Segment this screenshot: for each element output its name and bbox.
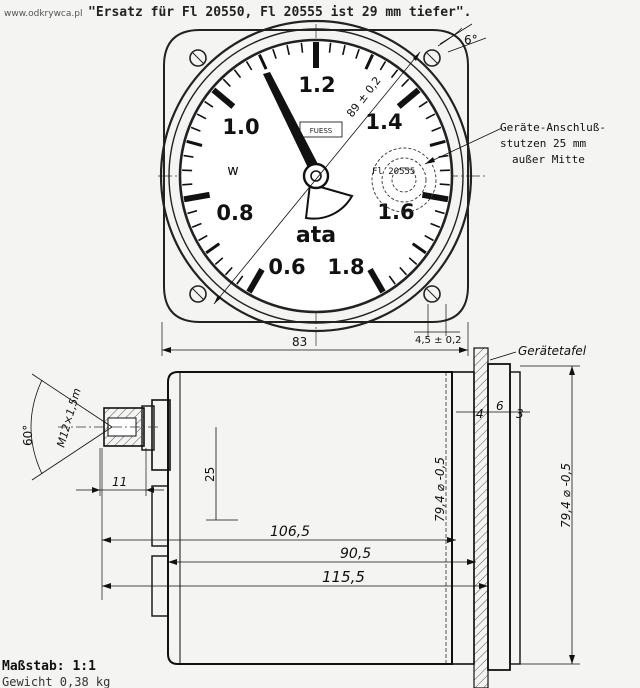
minor-tick bbox=[233, 69, 242, 79]
scale-label-1-4: 1.4 bbox=[365, 110, 402, 134]
mounting-holes bbox=[189, 49, 441, 303]
scale-label-0-8: 0.8 bbox=[216, 201, 253, 225]
width-label: 83 bbox=[292, 335, 307, 349]
gauge-pointer bbox=[263, 72, 320, 172]
major-tick bbox=[211, 87, 236, 109]
scale-label-1-8: 1.8 bbox=[327, 255, 364, 279]
scale-label-0-6: 0.6 bbox=[268, 255, 305, 279]
minor-tick bbox=[183, 154, 194, 158]
minor-tick bbox=[236, 275, 244, 285]
thickness-3-label: 3 bbox=[516, 407, 524, 421]
minor-tick bbox=[328, 42, 332, 53]
connector-note-line3: außer Mitte bbox=[512, 153, 585, 166]
side-view: 60° M12×1,5m 11 25 106,5 90,5 115,5 4 bbox=[21, 363, 580, 671]
minor-tick bbox=[364, 53, 374, 70]
minor-tick bbox=[390, 69, 399, 79]
thickness-6-label: 6 bbox=[496, 399, 504, 413]
major-tick bbox=[183, 191, 211, 203]
thread-label: M12×1,5m bbox=[54, 387, 83, 449]
major-tick bbox=[246, 267, 265, 294]
minor-tick bbox=[418, 100, 428, 108]
flange-side bbox=[451, 371, 475, 665]
scale-label-1-0: 1.0 bbox=[222, 115, 259, 139]
diameter-rear-label: 79,4 ⌀ -0,5 bbox=[559, 463, 573, 528]
major-tick bbox=[396, 87, 421, 109]
minor-tick bbox=[182, 183, 193, 186]
minor-tick bbox=[355, 48, 360, 59]
connector-hub bbox=[371, 147, 437, 213]
maker-logo bbox=[299, 121, 343, 138]
watermark-text: www.odkrywca.pl bbox=[4, 9, 82, 19]
minor-tick bbox=[431, 126, 442, 132]
minor-tick bbox=[204, 100, 214, 108]
minor-tick bbox=[205, 242, 221, 255]
minor-tick bbox=[399, 266, 408, 276]
minor-tick bbox=[190, 126, 201, 132]
scale-label-1-2: 1.2 bbox=[298, 73, 335, 97]
angle-6-label: 6° bbox=[464, 33, 478, 47]
minor-tick bbox=[272, 48, 277, 59]
w-mark: w bbox=[227, 163, 238, 179]
minor-tick bbox=[342, 45, 346, 56]
minor-tick bbox=[408, 257, 418, 266]
connector-note-line2: stutzen 25 mm bbox=[500, 137, 586, 150]
offset-label: 4,5 ± 0,2 bbox=[415, 335, 462, 346]
minor-tick bbox=[258, 53, 268, 70]
thread-angle-label: 60° bbox=[21, 425, 35, 446]
weight-note: Gewicht 0,38 kg bbox=[2, 675, 110, 688]
length-106-label: 106,5 bbox=[270, 524, 310, 540]
minor-tick bbox=[411, 242, 427, 255]
unit-label: ata bbox=[296, 223, 336, 248]
offset-25-label: 25 bbox=[203, 467, 217, 482]
minor-tick bbox=[379, 60, 387, 71]
minor-tick bbox=[196, 113, 207, 120]
minor-tick bbox=[222, 78, 231, 87]
thickness-4-label: 4 bbox=[476, 407, 484, 421]
minor-tick bbox=[388, 275, 396, 285]
length-115-label: 115,5 bbox=[322, 568, 365, 586]
front-view: 1.0 1.2 1.4 0.8 1.6 0.6 1.8 ata w FUESS … bbox=[158, 19, 606, 356]
minor-tick bbox=[401, 78, 410, 87]
minor-tick bbox=[187, 209, 198, 215]
part-number-label: Fl 20555 bbox=[372, 167, 415, 177]
panel-label: Gerätetafel bbox=[518, 344, 587, 358]
minor-tick bbox=[186, 139, 203, 147]
rear-boss bbox=[151, 399, 171, 471]
stub-length-label: 11 bbox=[112, 475, 127, 489]
maker-logo-text: FUESS bbox=[310, 127, 333, 135]
header-note: "Ersatz für Fl 20550, Fl 20555 ist 29 mm… bbox=[88, 5, 472, 20]
minor-tick bbox=[198, 234, 208, 242]
minor-tick bbox=[439, 183, 450, 186]
scale-ticks bbox=[182, 42, 450, 294]
minor-tick bbox=[245, 60, 253, 71]
scale-note: Maßstab: 1:1 bbox=[2, 659, 96, 674]
major-tick bbox=[421, 191, 449, 203]
bore-dim-line bbox=[213, 51, 421, 305]
major-tick bbox=[367, 267, 386, 294]
minor-tick bbox=[424, 234, 434, 242]
length-90-label: 90,5 bbox=[340, 546, 371, 562]
gauge-body bbox=[167, 371, 453, 665]
diameter-front-label: 79,4 ⌀ -0,5 bbox=[433, 457, 447, 522]
minor-tick bbox=[300, 42, 304, 53]
minor-tick bbox=[286, 45, 290, 56]
minor-tick bbox=[224, 266, 233, 276]
minor-tick bbox=[214, 257, 224, 266]
minor-tick bbox=[429, 139, 446, 147]
minor-tick bbox=[191, 222, 202, 229]
minor-tick bbox=[434, 209, 445, 215]
pointer-counterweight bbox=[304, 182, 354, 220]
minor-tick bbox=[425, 113, 436, 120]
connector-note-line1: Geräte-Anschluß- bbox=[500, 121, 606, 134]
minor-tick bbox=[430, 222, 441, 229]
